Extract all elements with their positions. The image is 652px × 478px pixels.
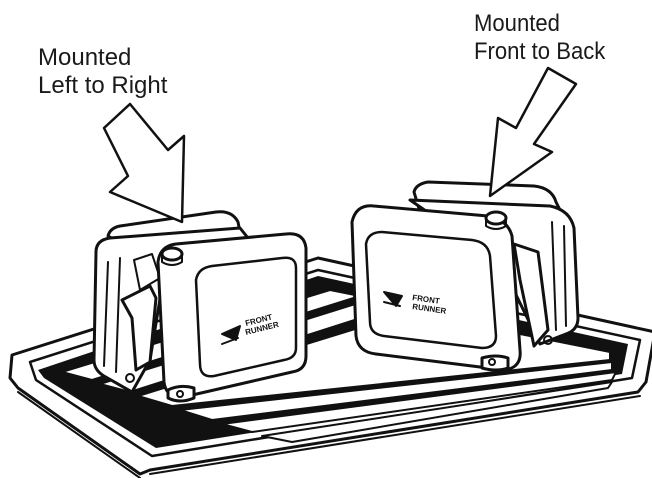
front-runner-logo-icon bbox=[383, 291, 403, 307]
box-bolt bbox=[488, 358, 496, 366]
callout-left-line2: Left to Right bbox=[38, 72, 168, 99]
box-logo-line1: FRONT bbox=[412, 293, 441, 306]
box-knob-stem bbox=[161, 253, 183, 266]
box-bolt bbox=[176, 390, 184, 398]
arrow-pointer-left bbox=[102, 102, 186, 224]
box-front-panel bbox=[194, 256, 298, 378]
box-front-face bbox=[350, 204, 522, 372]
box-latch bbox=[512, 242, 550, 348]
arrow-pointer-right bbox=[488, 66, 578, 198]
box-rib bbox=[115, 257, 121, 373]
box-foot bbox=[166, 384, 196, 403]
callout-left-to-right: Mounted Left to Right bbox=[38, 44, 167, 100]
box-knob bbox=[484, 210, 508, 226]
box-bolt bbox=[543, 335, 553, 345]
box-latch bbox=[120, 284, 158, 372]
storage-box-right: FRONT RUNNER bbox=[350, 180, 580, 372]
box-rib bbox=[103, 261, 109, 367]
callout-right-line1: Mounted bbox=[474, 10, 560, 37]
box-rib bbox=[563, 225, 567, 327]
rack-slat bbox=[261, 381, 613, 443]
rack-slat bbox=[221, 371, 617, 433]
rack-slat bbox=[179, 361, 613, 421]
rack-inner-frame bbox=[28, 268, 642, 458]
callout-front-to-back: Mounted Front to Back bbox=[474, 10, 605, 66]
box-rib bbox=[551, 221, 557, 331]
callout-right-line2: Front to Back bbox=[474, 38, 606, 65]
rack-front-rail bbox=[17, 391, 141, 478]
callout-left-line1: Mounted bbox=[38, 44, 132, 71]
box-knob-stem bbox=[485, 217, 507, 230]
box-knob bbox=[160, 246, 184, 262]
storage-box-left: FRONT RUNNER bbox=[92, 210, 308, 403]
box-side bbox=[92, 226, 250, 394]
box-bolt bbox=[125, 373, 135, 383]
front-runner-logo-icon bbox=[221, 325, 241, 345]
rack-right-rail bbox=[149, 395, 641, 475]
box-front-panel bbox=[364, 230, 498, 350]
